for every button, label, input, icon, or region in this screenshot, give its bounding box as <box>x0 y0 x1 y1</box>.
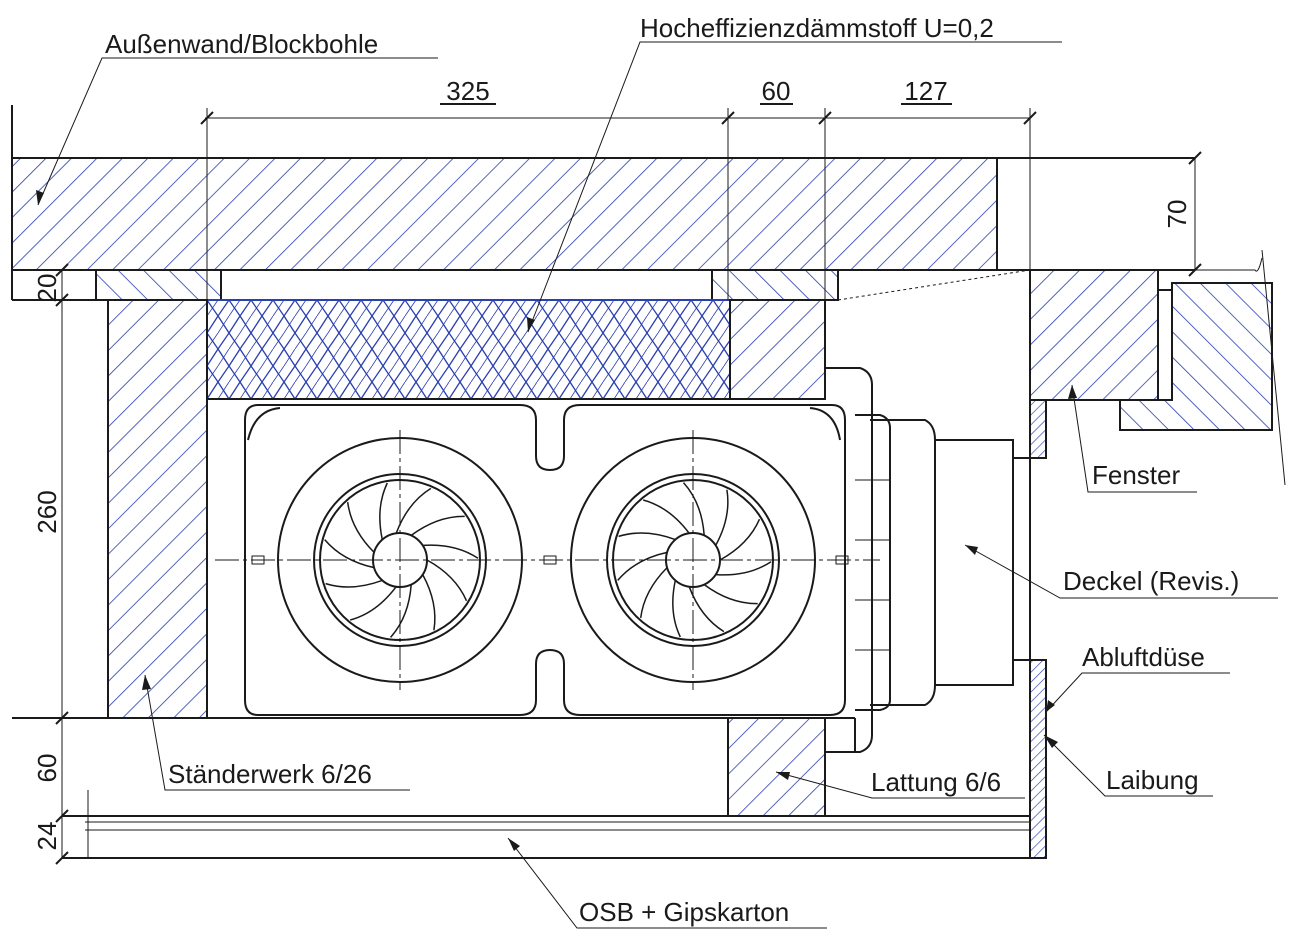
outer-wall <box>11 105 1195 300</box>
fan-blade <box>422 574 436 631</box>
fan-blade <box>639 567 668 618</box>
fan-blade <box>688 586 725 633</box>
window-frame <box>1029 249 1286 486</box>
dim-260: 260 <box>32 490 62 533</box>
fan-blade <box>703 583 758 605</box>
dim-70: 70 <box>1162 200 1192 229</box>
fan-blade <box>426 559 468 602</box>
fan-blade <box>324 539 375 569</box>
fan-left <box>277 430 523 690</box>
osb-plasterboard <box>62 790 1030 859</box>
timber-block-right <box>729 299 826 400</box>
fan-blade <box>389 584 412 638</box>
fan-right <box>570 430 816 690</box>
dim-20: 20 <box>32 274 62 303</box>
fan-blade <box>618 532 676 541</box>
dim-325: 325 <box>446 76 489 106</box>
fan-blade <box>672 580 681 638</box>
fan-blade <box>325 579 383 588</box>
label-exhaust-nozzle: Abluftdüse <box>1082 642 1205 672</box>
label-osb-plasterboard: OSB + Gipskarton <box>579 897 789 927</box>
fan-blade <box>410 515 465 537</box>
leader-arrowheads <box>36 190 1077 851</box>
fan-blade <box>719 518 761 561</box>
insulation-layer <box>206 299 731 400</box>
fan-blade <box>715 489 729 546</box>
label-outer-wall: Außenwand/Blockbohle <box>105 29 378 59</box>
label-insulation: Hocheffizienzdämmstoff U=0,2 <box>640 13 994 43</box>
reveal-board <box>1029 270 1047 859</box>
timber-frame-left <box>107 299 208 719</box>
dimension-lines <box>52 108 1202 865</box>
label-reveal: Laibung <box>1106 765 1199 795</box>
label-frame: Ständerwerk 6/26 <box>168 759 372 789</box>
leader-lines <box>37 41 1278 929</box>
fan-blade <box>350 586 397 621</box>
fan-blade <box>715 561 772 576</box>
top-strips <box>12 269 1031 301</box>
dim-60-left: 60 <box>32 754 62 783</box>
fan-blade <box>643 499 690 534</box>
label-window: Fenster <box>1092 460 1180 490</box>
fan-blade <box>379 482 388 540</box>
dim-127: 127 <box>904 76 947 106</box>
fan-blade <box>395 487 432 534</box>
label-battens: Lattung 6/6 <box>871 767 1001 797</box>
dim-24: 24 <box>32 822 62 851</box>
fan-blade <box>346 502 375 553</box>
batten-6-6 <box>727 717 826 817</box>
ventilation-unit <box>215 367 1030 816</box>
dim-60-top: 60 <box>762 76 791 106</box>
fan-blade <box>682 482 705 536</box>
fan-blade <box>617 551 668 581</box>
fan-blade <box>422 544 479 559</box>
label-cover: Deckel (Revis.) <box>1063 566 1239 596</box>
